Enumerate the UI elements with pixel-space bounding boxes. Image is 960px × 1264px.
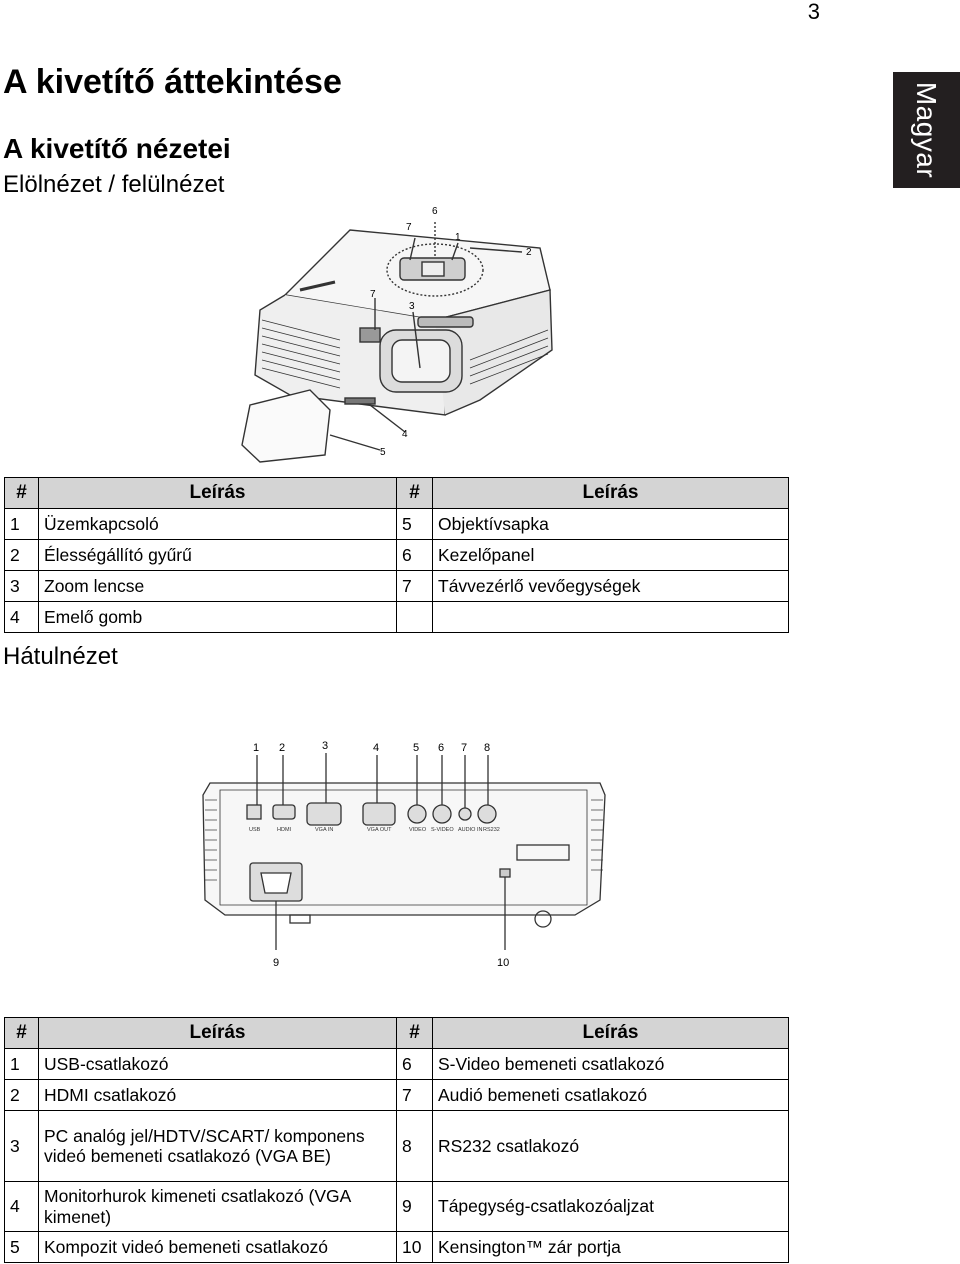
front-callout-7a: 7 xyxy=(406,222,412,233)
cell-num: 3 xyxy=(4,1110,39,1182)
page-number: 3 xyxy=(807,0,820,24)
cell-num xyxy=(396,601,433,633)
cell-desc: Üzemkapcsoló xyxy=(38,508,397,540)
cell-desc: USB-csatlakozó xyxy=(38,1048,397,1080)
front-callout-2: 2 xyxy=(526,247,532,258)
cell-desc: Emelő gomb xyxy=(38,601,397,633)
front-callout-7b: 7 xyxy=(370,289,376,300)
cell-desc: Objektívsapka xyxy=(432,508,789,540)
table-row: 2 Élességállító gyűrű 6 Kezelőpanel xyxy=(4,539,789,571)
section-title: A kivetítő nézetei xyxy=(3,133,231,164)
cell-num: 5 xyxy=(4,1231,39,1263)
rear-callout-7: 7 xyxy=(461,742,467,754)
cell-num: 1 xyxy=(4,1048,39,1080)
header-desc-1: Leírás xyxy=(38,477,397,509)
cell-num: 3 xyxy=(4,570,39,602)
cell-num: 4 xyxy=(4,1181,39,1232)
front-callout-4: 4 xyxy=(402,429,408,440)
cell-num: 4 xyxy=(4,601,39,633)
rear-callout-5: 5 xyxy=(413,742,419,754)
header-desc-1: Leírás xyxy=(38,1017,397,1049)
port-label-rs232: RS232 xyxy=(483,827,500,833)
port-label-vga-out: VGA OUT xyxy=(367,827,392,833)
cell-num: 9 xyxy=(396,1181,433,1232)
rear-callout-8: 8 xyxy=(484,742,490,754)
rear-view-callouts: 1 2 3 4 5 6 7 8 9 10 xyxy=(253,740,509,969)
header-desc-2: Leírás xyxy=(432,477,789,509)
cell-desc xyxy=(432,601,789,633)
front-callout-1: 1 xyxy=(455,232,461,243)
cell-num: 6 xyxy=(396,539,433,571)
table-row: 4 Emelő gomb xyxy=(4,601,789,633)
rear-view-heading: Hátulnézet xyxy=(3,643,118,670)
table-row: 3 Zoom lencse 7 Távvezérlő vevőegységek xyxy=(4,570,789,602)
cell-desc: Monitorhurok kimeneti csatlakozó (VGA ki… xyxy=(38,1181,397,1232)
cell-desc: Kensington™ zár portja xyxy=(432,1231,789,1263)
table-row: 1 USB-csatlakozó 6 S-Video bemeneti csat… xyxy=(4,1048,789,1080)
cell-num: 7 xyxy=(396,1079,433,1111)
cell-desc: Audió bemeneti csatlakozó xyxy=(432,1079,789,1111)
table-row: 5 Kompozit videó bemeneti csatlakozó 10 … xyxy=(4,1231,789,1263)
front-view-callouts: 7 6 1 2 7 3 4 5 xyxy=(370,206,532,458)
table-row: 4 Monitorhurok kimeneti csatlakozó (VGA … xyxy=(4,1181,789,1232)
language-tab: Magyar xyxy=(893,72,960,188)
header-num-1: # xyxy=(4,1017,39,1049)
table-row: 3 PC analóg jel/HDTV/SCART/ komponens vi… xyxy=(4,1110,789,1182)
cell-desc: S-Video bemeneti csatlakozó xyxy=(432,1048,789,1080)
rear-view-table: # Leírás # Leírás 1 USB-csatlakozó 6 S-V… xyxy=(4,1017,789,1263)
table-header-row: # Leírás # Leírás xyxy=(4,477,789,509)
rear-callout-3: 3 xyxy=(322,740,328,752)
port-label-vga-in: VGA IN xyxy=(315,827,333,833)
rear-callout-1: 1 xyxy=(253,742,259,754)
table-row: 1 Üzemkapcsoló 5 Objektívsapka xyxy=(4,508,789,540)
header-num-2: # xyxy=(396,477,433,509)
cell-desc: Kompozit videó bemeneti csatlakozó xyxy=(38,1231,397,1263)
port-label-video: VIDEO xyxy=(409,827,427,833)
cell-num: 1 xyxy=(4,508,39,540)
rear-callout-2: 2 xyxy=(279,742,285,754)
cell-desc: HDMI csatlakozó xyxy=(38,1079,397,1111)
cell-num: 10 xyxy=(396,1231,433,1263)
cell-desc: Távvezérlő vevőegységek xyxy=(432,570,789,602)
header-desc-2: Leírás xyxy=(432,1017,789,1049)
rear-callout-4: 4 xyxy=(373,742,379,754)
front-callout-3: 3 xyxy=(409,301,415,312)
header-num-2: # xyxy=(396,1017,433,1049)
cell-desc: Kezelőpanel xyxy=(432,539,789,571)
cell-desc: RS232 csatlakozó xyxy=(432,1110,789,1182)
cell-desc: Élességállító gyűrű xyxy=(38,539,397,571)
projector-rear-view-illustration: USB HDMI VGA IN VGA OUT VIDEO S-VIDEO AU… xyxy=(202,740,606,969)
table-header-row: # Leírás # Leírás xyxy=(4,1017,789,1049)
port-label-s-video: S-VIDEO xyxy=(431,827,454,833)
front-view-heading: Elölnézet / felülnézet xyxy=(3,171,225,198)
page-title: A kivetítő áttekintése xyxy=(3,63,342,101)
projector-front-view-illustration: 7 6 1 2 7 3 4 5 xyxy=(241,206,553,463)
table-row: 2 HDMI csatlakozó 7 Audió bemeneti csatl… xyxy=(4,1079,789,1111)
port-label-audio-in: AUDIO IN xyxy=(458,827,482,833)
header-num-1: # xyxy=(4,477,39,509)
rear-callout-6: 6 xyxy=(438,742,444,754)
cell-num: 5 xyxy=(396,508,433,540)
rear-callout-10: 10 xyxy=(497,957,509,969)
front-view-table: # Leírás # Leírás 1 Üzemkapcsoló 5 Objek… xyxy=(4,477,789,633)
cell-num: 6 xyxy=(396,1048,433,1080)
cell-num: 2 xyxy=(4,1079,39,1111)
cell-desc: Zoom lencse xyxy=(38,570,397,602)
front-callout-5: 5 xyxy=(380,447,386,458)
language-tab-label: Magyar xyxy=(911,81,943,179)
cell-desc: PC analóg jel/HDTV/SCART/ komponens vide… xyxy=(38,1110,397,1182)
cell-desc: Tápegység-csatlakozóaljzat xyxy=(432,1181,789,1232)
rear-port-labels: USB HDMI VGA IN VGA OUT VIDEO S-VIDEO AU… xyxy=(249,827,500,833)
front-callout-6: 6 xyxy=(432,206,438,217)
port-label-usb: USB xyxy=(249,827,261,833)
cell-num: 8 xyxy=(396,1110,433,1182)
cell-num: 2 xyxy=(4,539,39,571)
rear-callout-9: 9 xyxy=(273,957,279,969)
cell-num: 7 xyxy=(396,570,433,602)
port-label-hdmi: HDMI xyxy=(277,827,292,833)
